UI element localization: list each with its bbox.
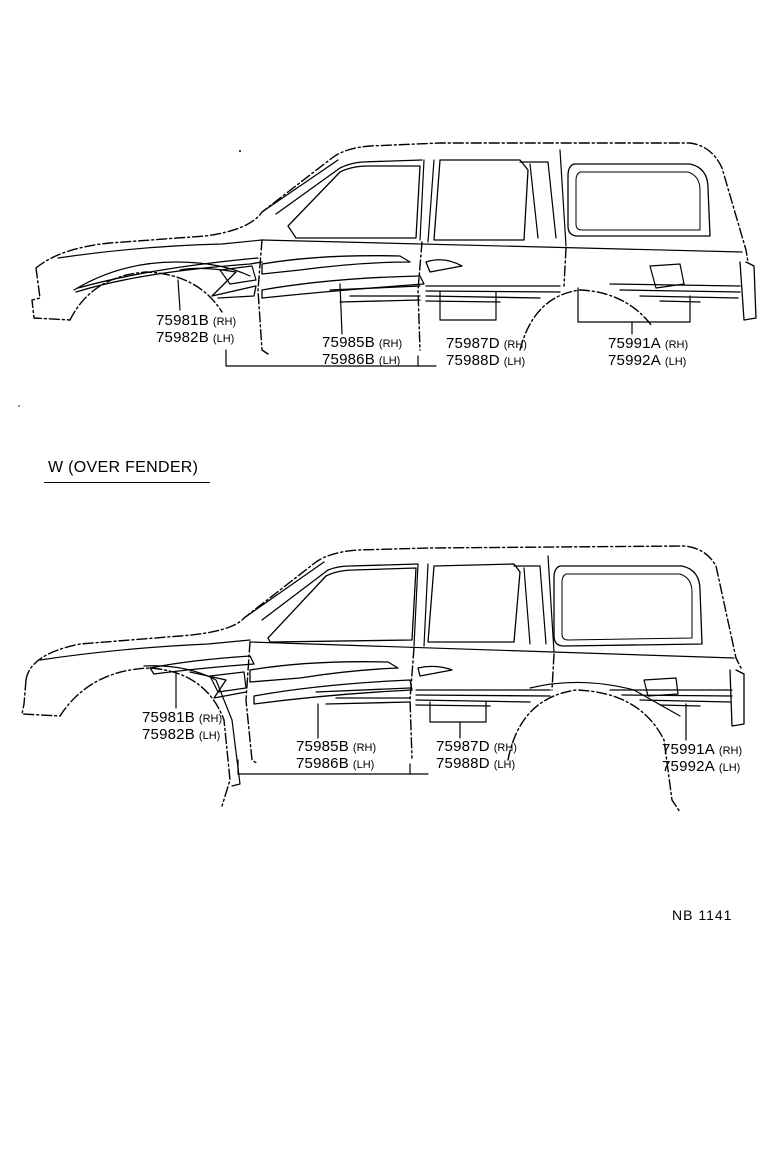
body-outline-top xyxy=(31,142,749,321)
side-rh: (RH) xyxy=(503,339,527,351)
side-lh: (LH) xyxy=(378,355,401,367)
part-number: 75981B xyxy=(156,312,209,329)
front-window-bottom xyxy=(267,567,417,643)
callout-top-rear-door: 75987D(RH) 75988D(LH) xyxy=(446,336,527,370)
callout-top-fender: 75981B(RH) 75982B(LH) xyxy=(156,313,236,347)
side-rh: (RH) xyxy=(378,338,403,350)
part-number: 75992A xyxy=(608,352,661,369)
callout-bottom-fender: 75981B(RH) 75982B(LH) xyxy=(142,710,222,744)
part-number: 75982B xyxy=(142,726,195,743)
callout-bottom-rear-door: 75987D(RH) 75988D(LH) xyxy=(436,739,517,773)
side-rh: (RH) xyxy=(212,316,237,328)
quarter-window-bottom xyxy=(553,565,703,647)
part-number: 75982B xyxy=(156,329,209,346)
part-number: 75988D xyxy=(436,755,490,772)
part-number: 75987D xyxy=(436,738,490,755)
stripes-bottom xyxy=(149,655,733,707)
part-number: 75986B xyxy=(322,351,375,368)
side-rh: (RH) xyxy=(352,742,377,754)
illustration-reference: NB 1141 xyxy=(672,907,733,923)
side-lh: (LH) xyxy=(198,730,221,742)
callout-top-front-door: 75985B(RH) 75986B(LH) xyxy=(322,335,402,369)
side-lh: (LH) xyxy=(493,759,516,771)
part-number: 75985B xyxy=(296,738,349,755)
vehicle-bottom xyxy=(21,545,745,813)
part-number: 75992A xyxy=(662,758,715,775)
side-lh: (LH) xyxy=(212,333,235,345)
leaders-top xyxy=(177,279,691,367)
callout-bottom-quarter: 75991A(RH) 75992A(LH) xyxy=(662,742,742,776)
part-number: 75991A xyxy=(662,741,715,758)
part-number: 75985B xyxy=(322,334,375,351)
front-window-top xyxy=(287,165,421,239)
callout-bottom-front-door: 75985B(RH) 75986B(LH) xyxy=(296,739,376,773)
side-lh: (LH) xyxy=(718,762,741,774)
part-number: 75986B xyxy=(296,755,349,772)
side-lh: (LH) xyxy=(503,356,526,368)
side-rh: (RH) xyxy=(493,742,517,754)
part-number: 75991A xyxy=(608,335,661,352)
side-rh: (RH) xyxy=(664,339,689,351)
side-rh: (RH) xyxy=(718,745,743,757)
callout-top-quarter: 75991A(RH) 75992A(LH) xyxy=(608,336,688,370)
leaders-bottom xyxy=(175,671,687,775)
vehicle-top xyxy=(31,142,757,355)
stripes-top xyxy=(75,255,741,303)
quarter-window-top xyxy=(567,163,711,237)
part-number: 75987D xyxy=(446,335,500,352)
rear-door-window-top xyxy=(433,159,529,241)
part-number: 75981B xyxy=(142,709,195,726)
body-outline-bottom xyxy=(21,545,743,717)
rear-door-window-bottom xyxy=(427,563,521,643)
section-underline xyxy=(44,482,210,483)
side-lh: (LH) xyxy=(664,356,687,368)
side-rh: (RH) xyxy=(198,713,223,725)
side-lh: (LH) xyxy=(352,759,375,771)
section-title: W (OVER FENDER) xyxy=(48,459,199,476)
part-number: 75988D xyxy=(446,352,500,369)
